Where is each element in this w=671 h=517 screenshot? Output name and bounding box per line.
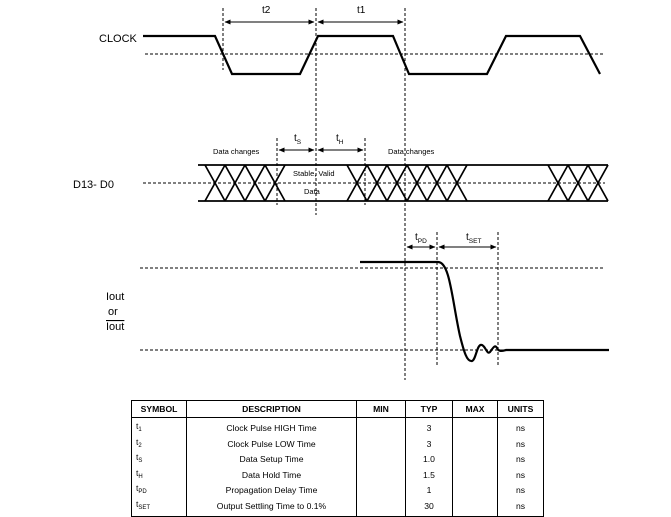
clock-waveform — [143, 34, 601, 76]
table-row: t1 Clock Pulse HIGH Time 3 ns — [131, 417, 544, 437]
units-cell: ns — [497, 483, 544, 499]
iout-waveform — [360, 260, 609, 363]
timing-parameters-table: SYMBOL DESCRIPTION MIN TYP MAX UNITS t1 … — [131, 400, 544, 517]
data-changes-right-label: Data changes — [388, 147, 435, 156]
max-header: MAX — [452, 400, 498, 418]
min-header: MIN — [356, 400, 406, 418]
tset-label: tSET — [466, 232, 481, 245]
description-cell: Output Settling Time to 0.1% — [186, 498, 357, 517]
timing-diagram: CLOCK t2 t1 D13- D0 tS tH Data changes — [73, 5, 609, 380]
table-row: t2 Clock Pulse LOW Time 3 ns — [131, 436, 544, 452]
min-cell — [356, 467, 406, 483]
description-cell: Data Setup Time — [186, 452, 357, 468]
max-cell — [452, 417, 498, 437]
symbol-header: SYMBOL — [131, 400, 187, 418]
units-cell: ns — [497, 417, 544, 437]
units-cell: ns — [497, 436, 544, 452]
symbol-cell: tPD — [131, 483, 187, 499]
units-cell: ns — [497, 467, 544, 483]
table-row: tH Data Hold Time 1.5 ns — [131, 467, 544, 483]
typ-cell: 30 — [405, 498, 453, 517]
data-bus-waveform — [198, 164, 609, 202]
symbol-cell: tS — [131, 452, 187, 468]
max-cell — [452, 483, 498, 499]
typ-cell: 3 — [405, 436, 453, 452]
min-cell — [356, 498, 406, 517]
table-row: tS Data Setup Time 1.0 ns — [131, 452, 544, 468]
min-cell — [356, 483, 406, 499]
tpd-label: tPD — [415, 232, 427, 245]
table-row: tSET Output Settling Time to 0.1% 30 ns — [131, 498, 544, 517]
clock-label: CLOCK — [99, 33, 138, 45]
typ-cell: 3 — [405, 417, 453, 437]
min-cell — [356, 436, 406, 452]
description-cell: Propagation Delay Time — [186, 483, 357, 499]
max-cell — [452, 436, 498, 452]
data-label: Data — [304, 187, 321, 196]
stable-valid-label: Stable, Valid — [293, 169, 335, 178]
min-cell — [356, 417, 406, 437]
th-label: tH — [336, 133, 344, 146]
units-cell: ns — [497, 452, 544, 468]
data-bus-label: D13- D0 — [73, 179, 114, 191]
max-cell — [452, 452, 498, 468]
description-cell: Clock Pulse LOW Time — [186, 436, 357, 452]
max-cell — [452, 467, 498, 483]
description-cell: Clock Pulse HIGH Time — [186, 417, 357, 437]
t1-label: t1 — [357, 5, 366, 16]
symbol-cell: tH — [131, 467, 187, 483]
description-cell: Data Hold Time — [186, 467, 357, 483]
max-cell — [452, 498, 498, 517]
typ-cell: 1 — [405, 483, 453, 499]
iout-or-label: or — [108, 306, 118, 318]
ts-label: tS — [294, 133, 302, 146]
units-cell: ns — [497, 498, 544, 517]
symbol-cell: tSET — [131, 498, 187, 517]
typ-cell: 1.5 — [405, 467, 453, 483]
data-changes-left-label: Data changes — [213, 147, 260, 156]
typ-header: TYP — [405, 400, 453, 418]
description-header: DESCRIPTION — [186, 400, 357, 418]
units-header: UNITS — [497, 400, 544, 418]
symbol-cell: t2 — [131, 436, 187, 452]
iout-label: Iout — [106, 291, 124, 303]
min-cell — [356, 452, 406, 468]
table-row: tPD Propagation Delay Time 1 ns — [131, 483, 544, 499]
typ-cell: 1.0 — [405, 452, 453, 468]
table-header-row: SYMBOL DESCRIPTION MIN TYP MAX UNITS — [131, 400, 544, 418]
t2-label: t2 — [262, 5, 271, 16]
iout-bar-label: Iout — [106, 321, 124, 333]
symbol-cell: t1 — [131, 417, 187, 437]
